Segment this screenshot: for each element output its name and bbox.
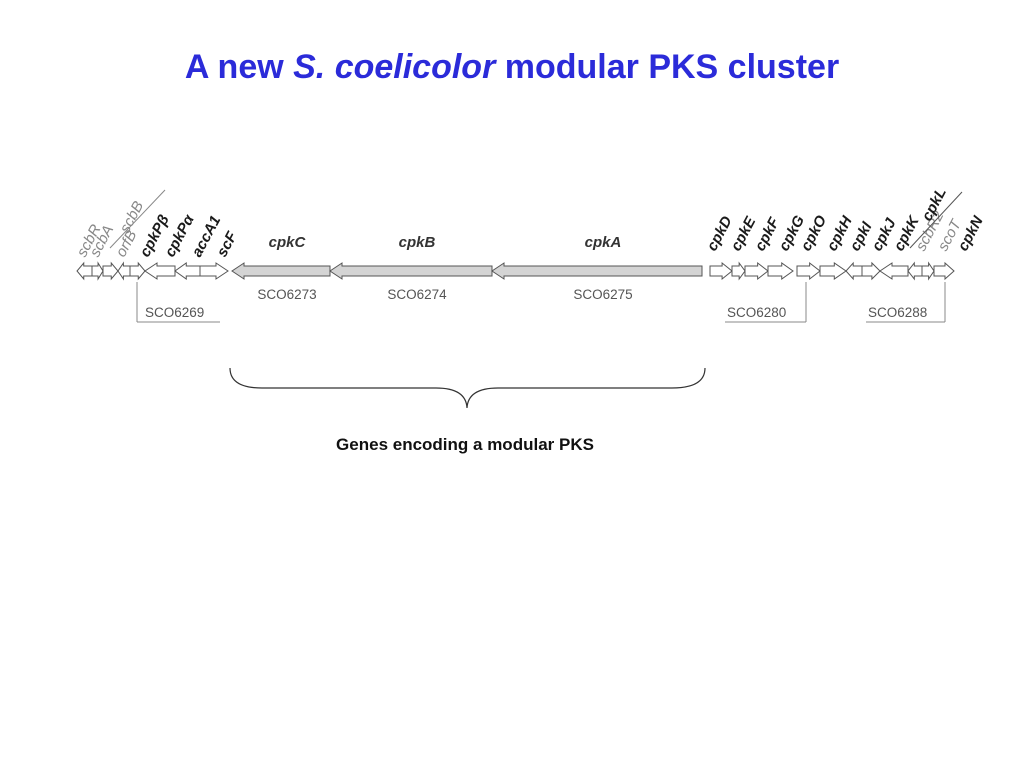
left-gene-arrow bbox=[91, 261, 104, 281]
right-gene-arrow bbox=[861, 261, 881, 281]
left-gene-arrow bbox=[174, 262, 201, 280]
right-gene-group: cpkDcpkEcpkFcpkGcpkOcpkHcpkIcpkJcpkKscbR… bbox=[704, 185, 987, 281]
left-gene-arrow bbox=[144, 262, 176, 280]
pks-gene-name: cpkC bbox=[269, 234, 307, 251]
left-gene-arrow bbox=[199, 262, 229, 280]
right-gene-arrow bbox=[907, 261, 923, 281]
right-gene-arrow bbox=[879, 262, 909, 280]
slide-title: A new S. coelicolor modular PKS cluster bbox=[0, 48, 1024, 87]
right-gene-arrow bbox=[933, 261, 955, 281]
right-gene-arrow bbox=[731, 261, 746, 281]
right-gene-arrow bbox=[767, 262, 794, 280]
right-gene-arrow bbox=[744, 261, 769, 281]
sco-tag-SCO6269: SCO6269 bbox=[145, 305, 204, 320]
pks-gene-name: cpkA bbox=[585, 234, 622, 251]
left-gene-arrow bbox=[117, 261, 131, 281]
left-gene-arrow bbox=[129, 261, 146, 281]
right-gene-arrow bbox=[796, 261, 821, 281]
scbB-leader-line bbox=[109, 189, 166, 249]
pks-gene-id: SCO6274 bbox=[387, 287, 447, 302]
title-prefix: A new bbox=[184, 48, 294, 86]
left-gene-arrow bbox=[76, 261, 93, 281]
right-gene-arrow bbox=[921, 261, 935, 281]
sco-tag-group: SCO6269 SCO6280 SCO6288 bbox=[136, 282, 946, 323]
pks-gene-arrow-cpkC bbox=[231, 262, 331, 280]
sco-tag-SCO6288: SCO6288 bbox=[868, 305, 927, 320]
title-species: S. coelicolor bbox=[293, 48, 496, 86]
brace-caption: Genes encoding a modular PKS bbox=[336, 435, 594, 454]
pks-gene-id: SCO6275 bbox=[573, 287, 632, 302]
cpkL-leader-line bbox=[909, 191, 963, 249]
pks-gene-name: cpkB bbox=[399, 234, 436, 251]
right-gene-arrow bbox=[819, 262, 847, 280]
right-gene-arrow bbox=[845, 261, 863, 281]
right-gene-arrow bbox=[709, 261, 733, 281]
curly-brace bbox=[229, 367, 706, 409]
left-gene-arrow bbox=[102, 261, 119, 281]
pks-gene-group: cpkC SCO6273 cpkB SCO6274 cpkA SCO6275 bbox=[231, 234, 703, 302]
title-suffix: modular PKS cluster bbox=[495, 48, 840, 86]
gene-label-scbB: scbB bbox=[117, 198, 148, 235]
pks-gene-id: SCO6273 bbox=[257, 287, 316, 302]
pks-gene-arrow-cpkB bbox=[329, 262, 493, 280]
pks-gene-arrow-cpkA bbox=[491, 262, 703, 280]
sco-tag-SCO6280: SCO6280 bbox=[727, 305, 786, 320]
